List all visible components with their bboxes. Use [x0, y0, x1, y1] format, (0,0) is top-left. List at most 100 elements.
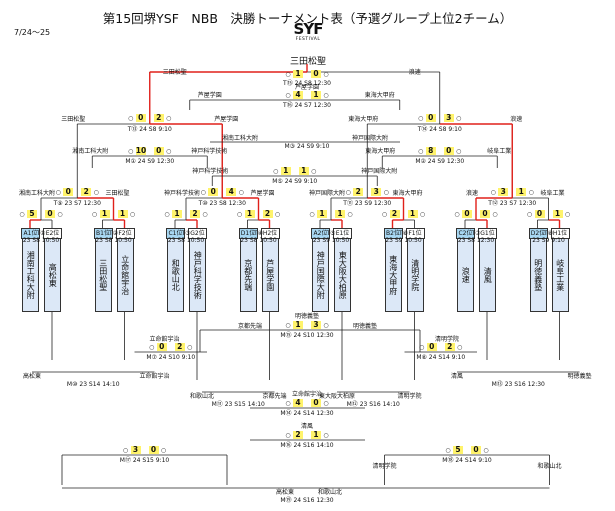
m2-left-team: 東海大甲府 [365, 148, 396, 155]
page-title: 第15回堺YSF NBB 決勝トーナメント表（予選グループ上位2チーム） [102, 11, 513, 26]
score-left: 0 [63, 188, 74, 196]
team-name: 神戸科学技術 [189, 238, 206, 312]
score-right: 0 [471, 446, 481, 454]
score-right: 0 [311, 70, 321, 78]
score-left: 5 [453, 446, 463, 454]
r1-time: 23 S8 10:50 [95, 237, 132, 244]
score-left: 8 [425, 147, 436, 155]
m7-time: M⑦ 24 S10 9:10 [146, 354, 196, 361]
score-right: 1 [407, 210, 418, 218]
score-right: 2 [190, 210, 200, 218]
r1-time: 23 S8 12:30 [457, 237, 495, 244]
final-time: T⑮ 24 S8 12:30 [283, 80, 331, 87]
m15-label: 明徳義塾 [294, 313, 320, 320]
r2-left-team: 浪速 [465, 190, 479, 197]
sf-time: T⑬ 24 S8 9:10 [127, 126, 172, 133]
champion-name: 三田松聖 [289, 57, 326, 67]
m5-left-team: 神戸科学技術 [192, 168, 229, 175]
m2-right-team: 岐阜工業 [487, 148, 512, 155]
team-name: 明徳義塾 [529, 238, 547, 312]
score-left: 1 [293, 321, 303, 329]
sf-left-team: 三田松聖 [61, 116, 86, 123]
score-right: 0 [311, 399, 321, 407]
m11-right-team: 京都先端 [262, 393, 287, 400]
m19-time: M⑲ 24 S16 12:30 [280, 497, 334, 504]
final-left-team: 三田松聖 [162, 69, 187, 76]
team-name: 東海大甲府 [384, 238, 402, 312]
score-left: 3 [498, 188, 509, 196]
m5-time: M⑤ 24 S9 9:10 [272, 178, 318, 185]
logo-subtitle: FESTIVAL [295, 37, 321, 42]
score-right: 0 [153, 147, 164, 155]
m7-label: 立命館宇治 [149, 336, 180, 343]
m12-time: M⑫ 23 S16 14:10 [346, 401, 400, 408]
team-name: 芦屋学園 [261, 238, 279, 312]
m13-left-team: 清風 [450, 373, 464, 380]
m19-right-team: 和歌山北 [317, 489, 343, 496]
score-left: 1 [99, 210, 110, 218]
r1-time: 23 S8 10:50 [240, 237, 277, 244]
score-left: 1 [280, 167, 291, 175]
team-name: 岐阜工業 [551, 238, 569, 312]
r1-time: 23 S9 10:50 [312, 237, 350, 244]
team-name: 立命館宇治 [116, 238, 134, 312]
m15-left-team: 京都先端 [237, 323, 263, 330]
r2-left-team: 湘南工科大附 [18, 190, 56, 197]
m13-right-team: 明徳義塾 [567, 373, 592, 380]
m18-right-team: 和歌山北 [537, 463, 562, 470]
m14-left-team: 立命館宇治 [291, 391, 323, 398]
m16-time: M⑯ 24 S16 14:10 [280, 442, 334, 449]
score-right: 2 [444, 343, 455, 351]
score-right: 1 [516, 188, 527, 196]
m18-time: M⑱ 24 S14 9:10 [442, 457, 492, 464]
sf-right-team: 浪速 [510, 116, 523, 123]
m2-time: M② 24 S9 12:30 [415, 158, 465, 165]
third-right-team: 東海大甲府 [364, 92, 395, 99]
third-left-team: 芦屋学園 [197, 92, 222, 99]
m3-right-team: 神戸国際大附 [351, 135, 389, 142]
r1-game: T⑧ [543, 230, 554, 237]
team-name: 三田松聖 [94, 238, 112, 312]
score-left: 2 [389, 210, 400, 218]
score-right: 1 [311, 431, 321, 439]
score-right: 3 [311, 321, 321, 329]
score-right: 3 [443, 114, 454, 122]
m11-time: M⑪ 23 S15 14:10 [211, 401, 265, 408]
team-name: 湘南工科大附 [22, 238, 39, 312]
score-right: 2 [174, 343, 185, 351]
score-right: 1 [552, 210, 563, 218]
score-right: 3 [371, 188, 382, 196]
score-right: 2 [153, 114, 164, 122]
r2-right-team: 岐阜工業 [540, 190, 565, 197]
team-name: 京都先端 [239, 238, 257, 312]
m13-time: M⑬ 23 S16 12:30 [491, 381, 545, 388]
r2-left-team: 神戸国際大附 [308, 190, 346, 197]
m1-time: M① 24 S9 12:30 [125, 158, 175, 165]
score-left: 0 [534, 210, 545, 218]
m10-left-team: 高松東 [22, 373, 42, 380]
score-right: 2 [81, 188, 92, 196]
r1-game: T⑤ [326, 230, 336, 237]
m17-time: M⑰ 24 S15 9:10 [119, 457, 170, 464]
score-right: 0 [443, 147, 454, 155]
score-right: 2 [262, 210, 273, 218]
team-name: 和歌山北 [167, 238, 184, 312]
r2-left-team: 神戸科学技術 [163, 190, 201, 197]
score-left: 3 [130, 446, 141, 454]
team-name: 高松東 [44, 238, 61, 312]
